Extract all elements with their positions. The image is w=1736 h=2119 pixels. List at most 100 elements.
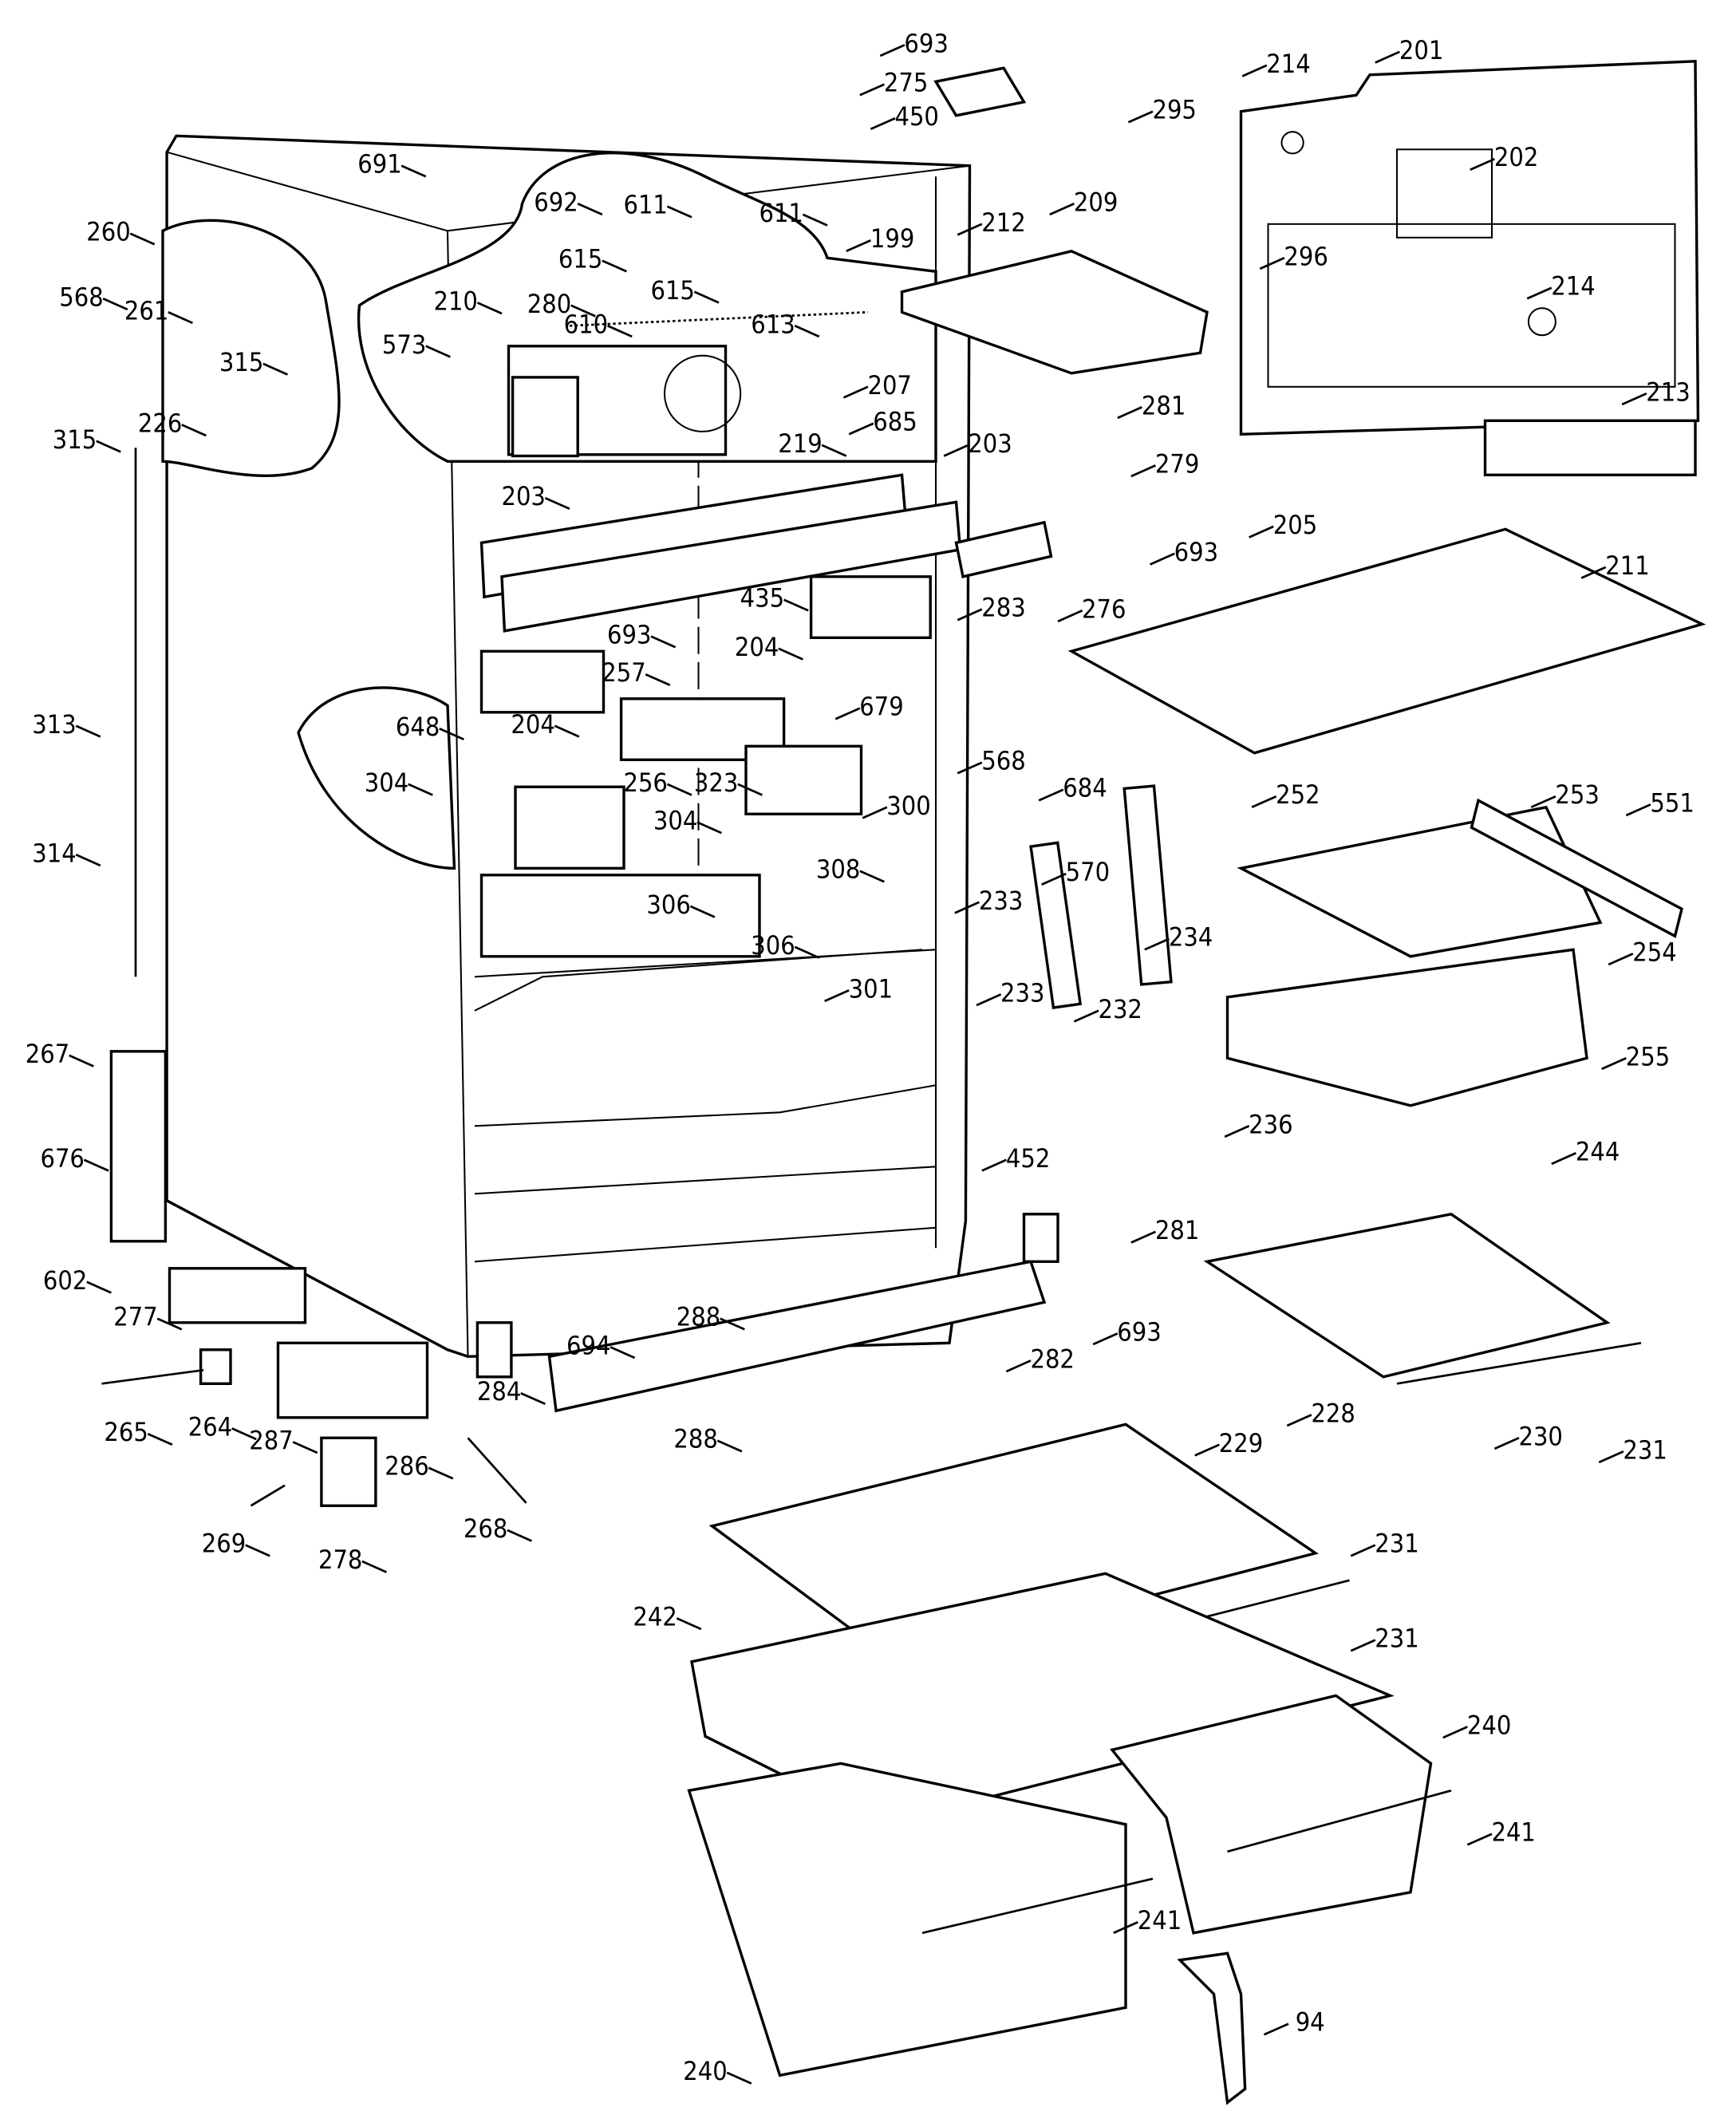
leader-line [1092, 1332, 1119, 1346]
part-number-label: 691 [357, 149, 401, 180]
part-number-label: 203 [501, 481, 545, 511]
leader-line [1150, 552, 1175, 566]
leader-line [824, 989, 850, 1003]
leader-line [720, 1317, 745, 1331]
leader-line [1038, 788, 1064, 802]
part-number-label: 295 [1152, 95, 1196, 125]
part-number-label: 240 [683, 2056, 727, 2086]
leader-line [1251, 795, 1277, 809]
leader-line [1350, 1639, 1376, 1652]
leader-line [181, 424, 207, 437]
part-number-label: 203 [968, 428, 1012, 459]
leader-line [859, 870, 885, 883]
leader-line [1259, 257, 1285, 270]
cutaway-top [357, 151, 937, 463]
part-number-label: 314 [32, 838, 76, 868]
leader-line [1130, 464, 1156, 478]
leader-line [425, 345, 451, 358]
part-number-label: 202 [1494, 142, 1538, 172]
leader-line [650, 635, 677, 649]
part-number-label: 602 [43, 1265, 87, 1296]
leader-line [870, 116, 896, 131]
leader-line [156, 1317, 183, 1331]
leader-line [1263, 2022, 1289, 2036]
leader-line [83, 1158, 109, 1172]
leader-line [1580, 566, 1607, 579]
part-number-label: 242 [633, 1601, 677, 1632]
leader-line [400, 164, 427, 178]
part-number-label: 231 [1375, 1529, 1418, 1559]
leader-line [1127, 110, 1154, 124]
leader-line [231, 1427, 257, 1441]
leader-line [1249, 525, 1274, 539]
callout-labels: 6932754502012142952022962092122142136916… [26, 28, 1695, 2086]
leader-line [1073, 1009, 1099, 1023]
leader-line [1130, 1230, 1156, 1244]
leader-line [1608, 953, 1634, 966]
part-number-label: 204 [511, 709, 554, 740]
leader-line [1350, 1544, 1376, 1557]
leader-line [408, 783, 433, 796]
leader-line [86, 1280, 112, 1294]
leader-line [1057, 610, 1083, 623]
leader-line [1286, 1414, 1312, 1427]
part-number-label: 231 [1623, 1434, 1667, 1465]
part-number-label: 252 [1276, 779, 1320, 810]
leader-line [981, 1158, 1007, 1172]
part-number-label: 265 [104, 1417, 148, 1447]
leader-line [1493, 1437, 1520, 1450]
part-number-label: 287 [249, 1425, 293, 1455]
part-number-label: 693 [904, 28, 948, 58]
part-number-label: 573 [382, 329, 426, 360]
leader-line [954, 901, 980, 914]
leader-line [1466, 1833, 1493, 1846]
leader-line [802, 213, 828, 227]
part-number-label: 288 [673, 1424, 717, 1454]
leader-line [696, 821, 722, 835]
part-number-label: 205 [1273, 510, 1317, 540]
part-number-label: 693 [1117, 1316, 1161, 1347]
leader-line [554, 724, 580, 738]
part-number-label: 275 [884, 68, 928, 98]
leader-line [783, 598, 809, 612]
part-number-label: 204 [735, 632, 779, 662]
part-number-label: 267 [26, 1039, 69, 1069]
leader-line [846, 239, 871, 253]
freezer-shelf-205 [1067, 527, 1706, 755]
part-number-label: 282 [1030, 1344, 1074, 1374]
part-number-label: 214 [1551, 271, 1595, 302]
leader-line [976, 993, 1002, 1007]
leader-line [245, 1544, 270, 1557]
leader-line [1598, 1450, 1624, 1464]
leader-line [1117, 406, 1142, 420]
part-number-label: 313 [32, 709, 76, 740]
part-number-label: 611 [623, 190, 667, 220]
leader-line [520, 1391, 546, 1406]
part-number-label: 694 [566, 1330, 610, 1360]
leader-line [1551, 1152, 1576, 1166]
part-number-label: 281 [1142, 390, 1186, 420]
part-number-label: 230 [1518, 1421, 1562, 1451]
part-number-label: 240 [1467, 1710, 1511, 1740]
leader-line [666, 205, 692, 219]
part-number-label: 214 [1266, 49, 1310, 79]
leader-line [1144, 937, 1170, 951]
leader-line [676, 1617, 702, 1631]
leader-line [957, 761, 983, 775]
part-number-label: 277 [113, 1302, 157, 1332]
leader-line [577, 203, 603, 216]
leader-line [570, 304, 596, 318]
part-number-label: 233 [979, 886, 1023, 916]
part-number-label: 283 [981, 593, 1025, 623]
part-number-label: 692 [534, 187, 578, 217]
leader-line [476, 302, 503, 315]
part-number-label: 685 [873, 407, 917, 437]
part-number-label: 304 [365, 767, 408, 798]
ice-tray [1483, 419, 1697, 476]
leader-line [1625, 803, 1651, 817]
part-number-label: 232 [1098, 994, 1142, 1024]
leader-line [428, 1466, 454, 1480]
part-number-label: 211 [1605, 550, 1649, 581]
leader-line [1530, 795, 1556, 809]
